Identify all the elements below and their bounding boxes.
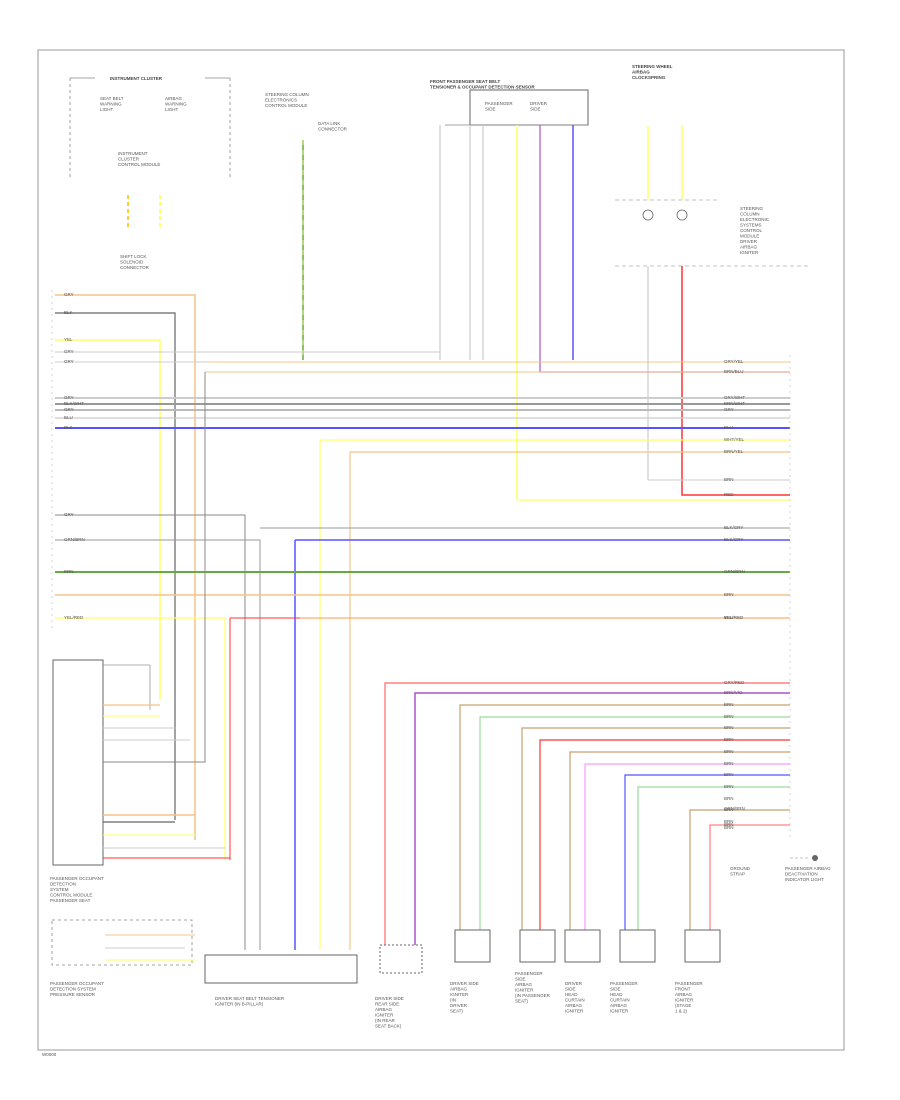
left-wire-label: BLU xyxy=(64,415,73,420)
left-wire-label: GRY xyxy=(64,395,74,400)
right-wire-label: BRN xyxy=(724,592,734,597)
left-wire-label: GRY xyxy=(64,349,74,354)
right-wire-label: BRN xyxy=(724,772,734,777)
right-wire-label: GRY/RED xyxy=(724,680,745,685)
right-wire-label: GRY xyxy=(724,407,734,412)
right-wire-label: BRN xyxy=(724,725,734,730)
right-wire-label: BRN xyxy=(724,477,734,482)
left-wire-label: BLK xyxy=(64,310,73,315)
right-wire-label: BRN/BLU xyxy=(724,369,744,374)
right-wire-label: BRN xyxy=(724,749,734,754)
right-wire-label: BRN xyxy=(724,702,734,707)
igniter-drops xyxy=(384,682,790,945)
igniter-stage1-icon xyxy=(642,209,654,221)
igniter-stage2-icon xyxy=(676,209,688,221)
instrument-cluster-title: INSTRUMENT CLUSTER xyxy=(110,76,163,81)
right-wire-label: RED xyxy=(724,492,734,497)
left-wire-label: BLK xyxy=(64,425,73,430)
right-wire-label: BRN xyxy=(724,825,734,830)
right-wire-label: BRN xyxy=(724,761,734,766)
right-wire-label: BRN xyxy=(724,807,734,812)
left-wire-label: BLK/WHT xyxy=(64,401,85,406)
indicator-light-icon xyxy=(812,855,818,861)
right-wire-label: BRN xyxy=(724,822,734,827)
right-wire-label: BLK/GRY xyxy=(724,525,744,530)
right-wire-label: BRN xyxy=(724,737,734,742)
left-wire-label: GRY xyxy=(64,359,74,364)
diagram-border xyxy=(37,49,845,1051)
right-wire-label: BLU xyxy=(724,425,733,430)
page-code: W0000 xyxy=(42,1052,57,1057)
igniter-boxes xyxy=(379,929,721,974)
right-wire-label: BRN xyxy=(724,714,734,719)
right-wire-label: YEL/RED xyxy=(724,615,744,620)
left-wire-label: GRY xyxy=(64,407,74,412)
right-wire-label: BLK/GRY xyxy=(724,537,744,542)
right-wire-label: GRY/WHT xyxy=(724,395,746,400)
right-wire-label: BRN/VIO xyxy=(724,690,743,695)
left-wire-label: GRY xyxy=(64,292,74,297)
right-wire-label: BRN xyxy=(724,819,734,824)
left-wire-label: YEL/RED xyxy=(64,615,84,620)
left-wire-label: GRN/BRN xyxy=(64,537,85,542)
left-wire-label: GRY xyxy=(64,512,74,517)
right-wire-label: ORN/BRN xyxy=(724,806,745,811)
right-wire-label: BRN/WHT xyxy=(724,401,745,406)
right-wire-label: GRY/YEL xyxy=(724,359,744,364)
horizontal-bus xyxy=(55,294,790,950)
right-wire-label: WHT/YEL xyxy=(724,437,745,442)
right-wire-label: GRN/BRN xyxy=(724,569,745,574)
right-wire-label: BRN/YEL xyxy=(724,449,744,454)
right-wire-label: BRN xyxy=(724,784,734,789)
left-wire-label: YEL xyxy=(64,337,73,342)
right-wire-label: BRN xyxy=(724,796,734,801)
right-wire-label: BLU xyxy=(724,615,733,620)
left-wire-label: BRN xyxy=(64,569,74,574)
